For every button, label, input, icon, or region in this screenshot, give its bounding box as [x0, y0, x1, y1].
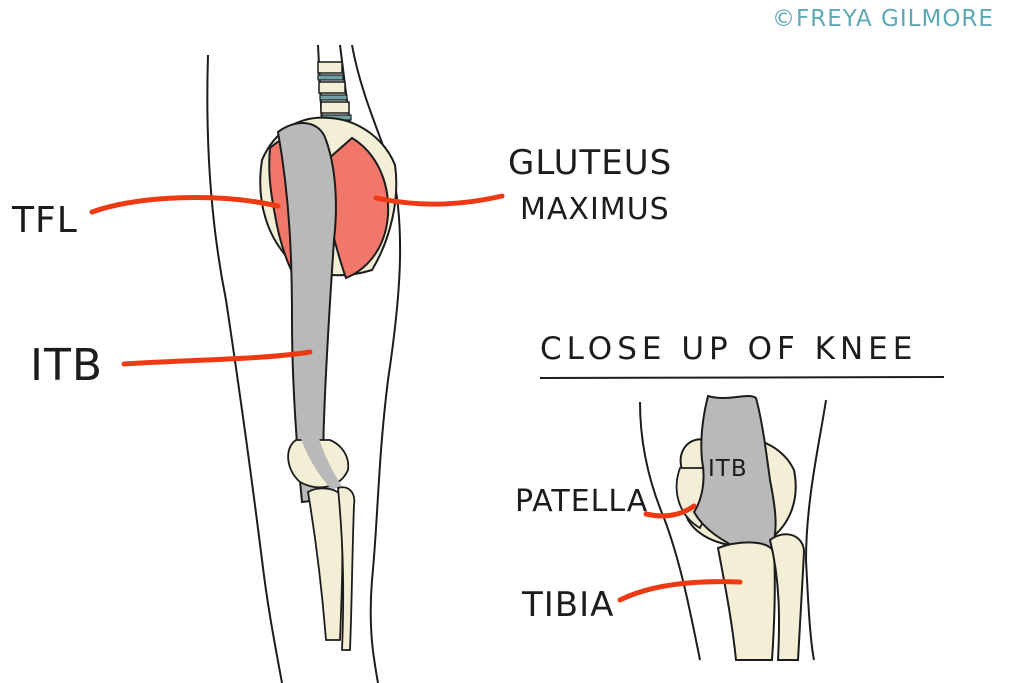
tibia-bone — [307, 487, 344, 641]
artist-credit: ©FREYA GILMORE — [772, 6, 994, 32]
iliotibial-band — [276, 121, 338, 504]
closeup-tibia — [716, 541, 776, 661]
pointer-itb — [121, 349, 313, 367]
label-itb: ITB — [30, 340, 104, 391]
closeup-underline — [539, 376, 945, 379]
label-gluteus: GLUTEUS — [508, 143, 673, 183]
closeup-fibula — [768, 533, 806, 661]
leg-outline-right — [351, 44, 402, 683]
label-maximus: MAXIMUS — [520, 192, 670, 227]
leg-outline-left — [206, 54, 283, 683]
label-itb-closeup: ITB — [708, 456, 748, 482]
pointer-gluteus — [373, 193, 505, 207]
label-tfl: TFL — [12, 200, 78, 241]
pointer-patella — [643, 503, 697, 519]
closeup-title: CLOSE UP OF KNEE — [540, 331, 918, 367]
closeup-leg-right — [804, 399, 827, 661]
label-tibia: TIBIA — [522, 585, 615, 625]
pointer-tibia — [617, 579, 743, 603]
spine — [317, 44, 352, 126]
knee-band-overlay — [298, 428, 342, 490]
label-patella: PATELLA — [515, 484, 649, 519]
fibula-bone — [337, 486, 356, 651]
pointer-tfl — [89, 195, 281, 215]
